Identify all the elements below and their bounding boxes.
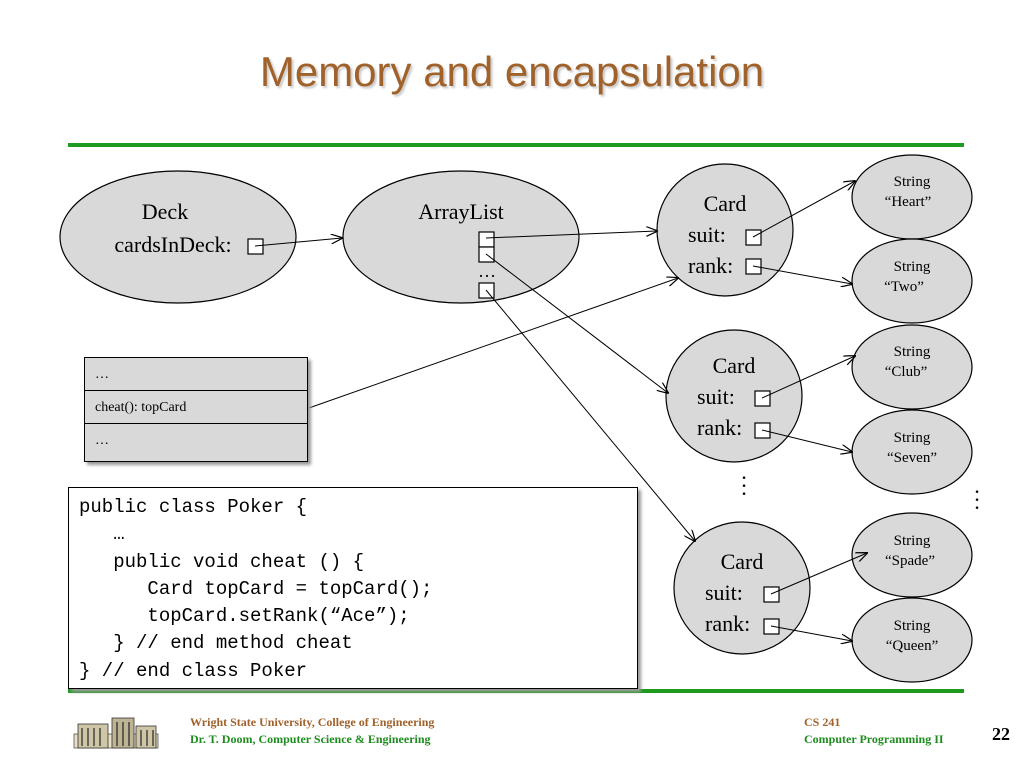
arraylist-label: ArrayList [418,199,504,224]
university-logo [73,717,159,749]
strings-continuation-dots: ··· [973,479,981,520]
code-line: } // end class Poker [79,659,308,682]
string-object-club [851,324,973,410]
string-queen-value: “Queen” [885,638,939,654]
card1-rank-label: rank: [688,253,734,278]
arrow-uml-to-card1 [305,278,678,410]
arrow-arraylist-to-card2 [485,253,668,393]
string-spade-type: String [893,533,931,549]
uml-row: … [85,358,307,391]
arrow-deck-to-arraylist [254,238,342,247]
card3-suit-box [763,586,780,603]
card1-label: Card [703,191,747,216]
cards-continuation-dots: ··· [740,465,748,506]
code-line: topCard.setRank(“Ace”); [79,605,410,628]
footer-institution: Wright State University, College of Engi… [190,715,435,729]
footer-course-name: Computer Programming II [804,732,944,746]
bottom-divider [68,689,964,693]
page-number: 22 [992,724,1010,744]
footer-left: Wright State University, College of Engi… [190,714,434,748]
arrow-card2-rank-to-seven [761,429,852,452]
card2-suit-label: suit: [697,384,735,409]
string-seven-value: “Seven” [887,450,937,466]
string-two-value: “Two” [884,279,924,295]
string-heart-value: “Heart” [884,194,932,210]
arraylist-ellipsis: … [478,261,496,281]
string-two-type: String [893,259,931,275]
card2-rank-label: rank: [697,415,743,440]
arrow-card2-suit-to-club [761,356,855,399]
deck-object [59,170,297,304]
card1-suit-label: suit: [688,222,726,247]
arrow-card3-rank-to-queen [770,625,852,641]
deck-label: Deck [141,199,189,224]
footer-right: CS 241 Computer Programming II [804,714,944,748]
string-heart-type: String [893,174,931,190]
code-block: public class Poker { … public void cheat… [68,487,638,689]
arrow-arraylist-to-card1 [485,231,657,239]
card1-suit-box [745,229,762,246]
card3-suit-label: suit: [705,580,743,605]
uml-row: … [95,433,109,448]
arrow-card3-suit-to-spade [770,553,867,595]
string-club-value: “Club” [884,364,928,380]
string-object-spade [851,512,973,598]
arrow-arraylist-to-card3 [485,289,695,541]
uml-row-cheat-method: cheat(): topCard [85,391,307,424]
code-line: … [79,523,125,546]
arrow-card1-rank-to-two [752,265,852,284]
card3-label: Card [720,549,764,574]
arraylist-object [342,170,580,304]
deck-ref-box [247,238,264,255]
top-divider [68,143,964,147]
code-line: } // end method cheat [79,632,353,655]
card3-rank-label: rank: [705,611,751,636]
string-queen-type: String [893,618,931,634]
uml-class-box: … cheat(): topCard … [84,357,308,462]
deck-field-label: cardsInDeck: [114,232,232,257]
card2-label: Card [712,353,756,378]
card2-suit-box [754,390,771,407]
arraylist-ref-box-1 [478,231,495,248]
arrow-card1-suit-to-heart [752,181,855,238]
footer-course-code: CS 241 [804,715,841,729]
code-line: public class Poker { [79,496,308,518]
string-spade-value: “Spade” [885,553,935,569]
string-seven-type: String [893,430,931,446]
footer-author: Dr. T. Doom, Computer Science & Engineer… [190,732,431,746]
string-club-type: String [893,344,931,360]
slide-title: Memory and encapsulation [259,48,765,95]
code-line: public void cheat () { [79,550,365,573]
code-line: Card topCard = topCard(); [79,577,433,600]
